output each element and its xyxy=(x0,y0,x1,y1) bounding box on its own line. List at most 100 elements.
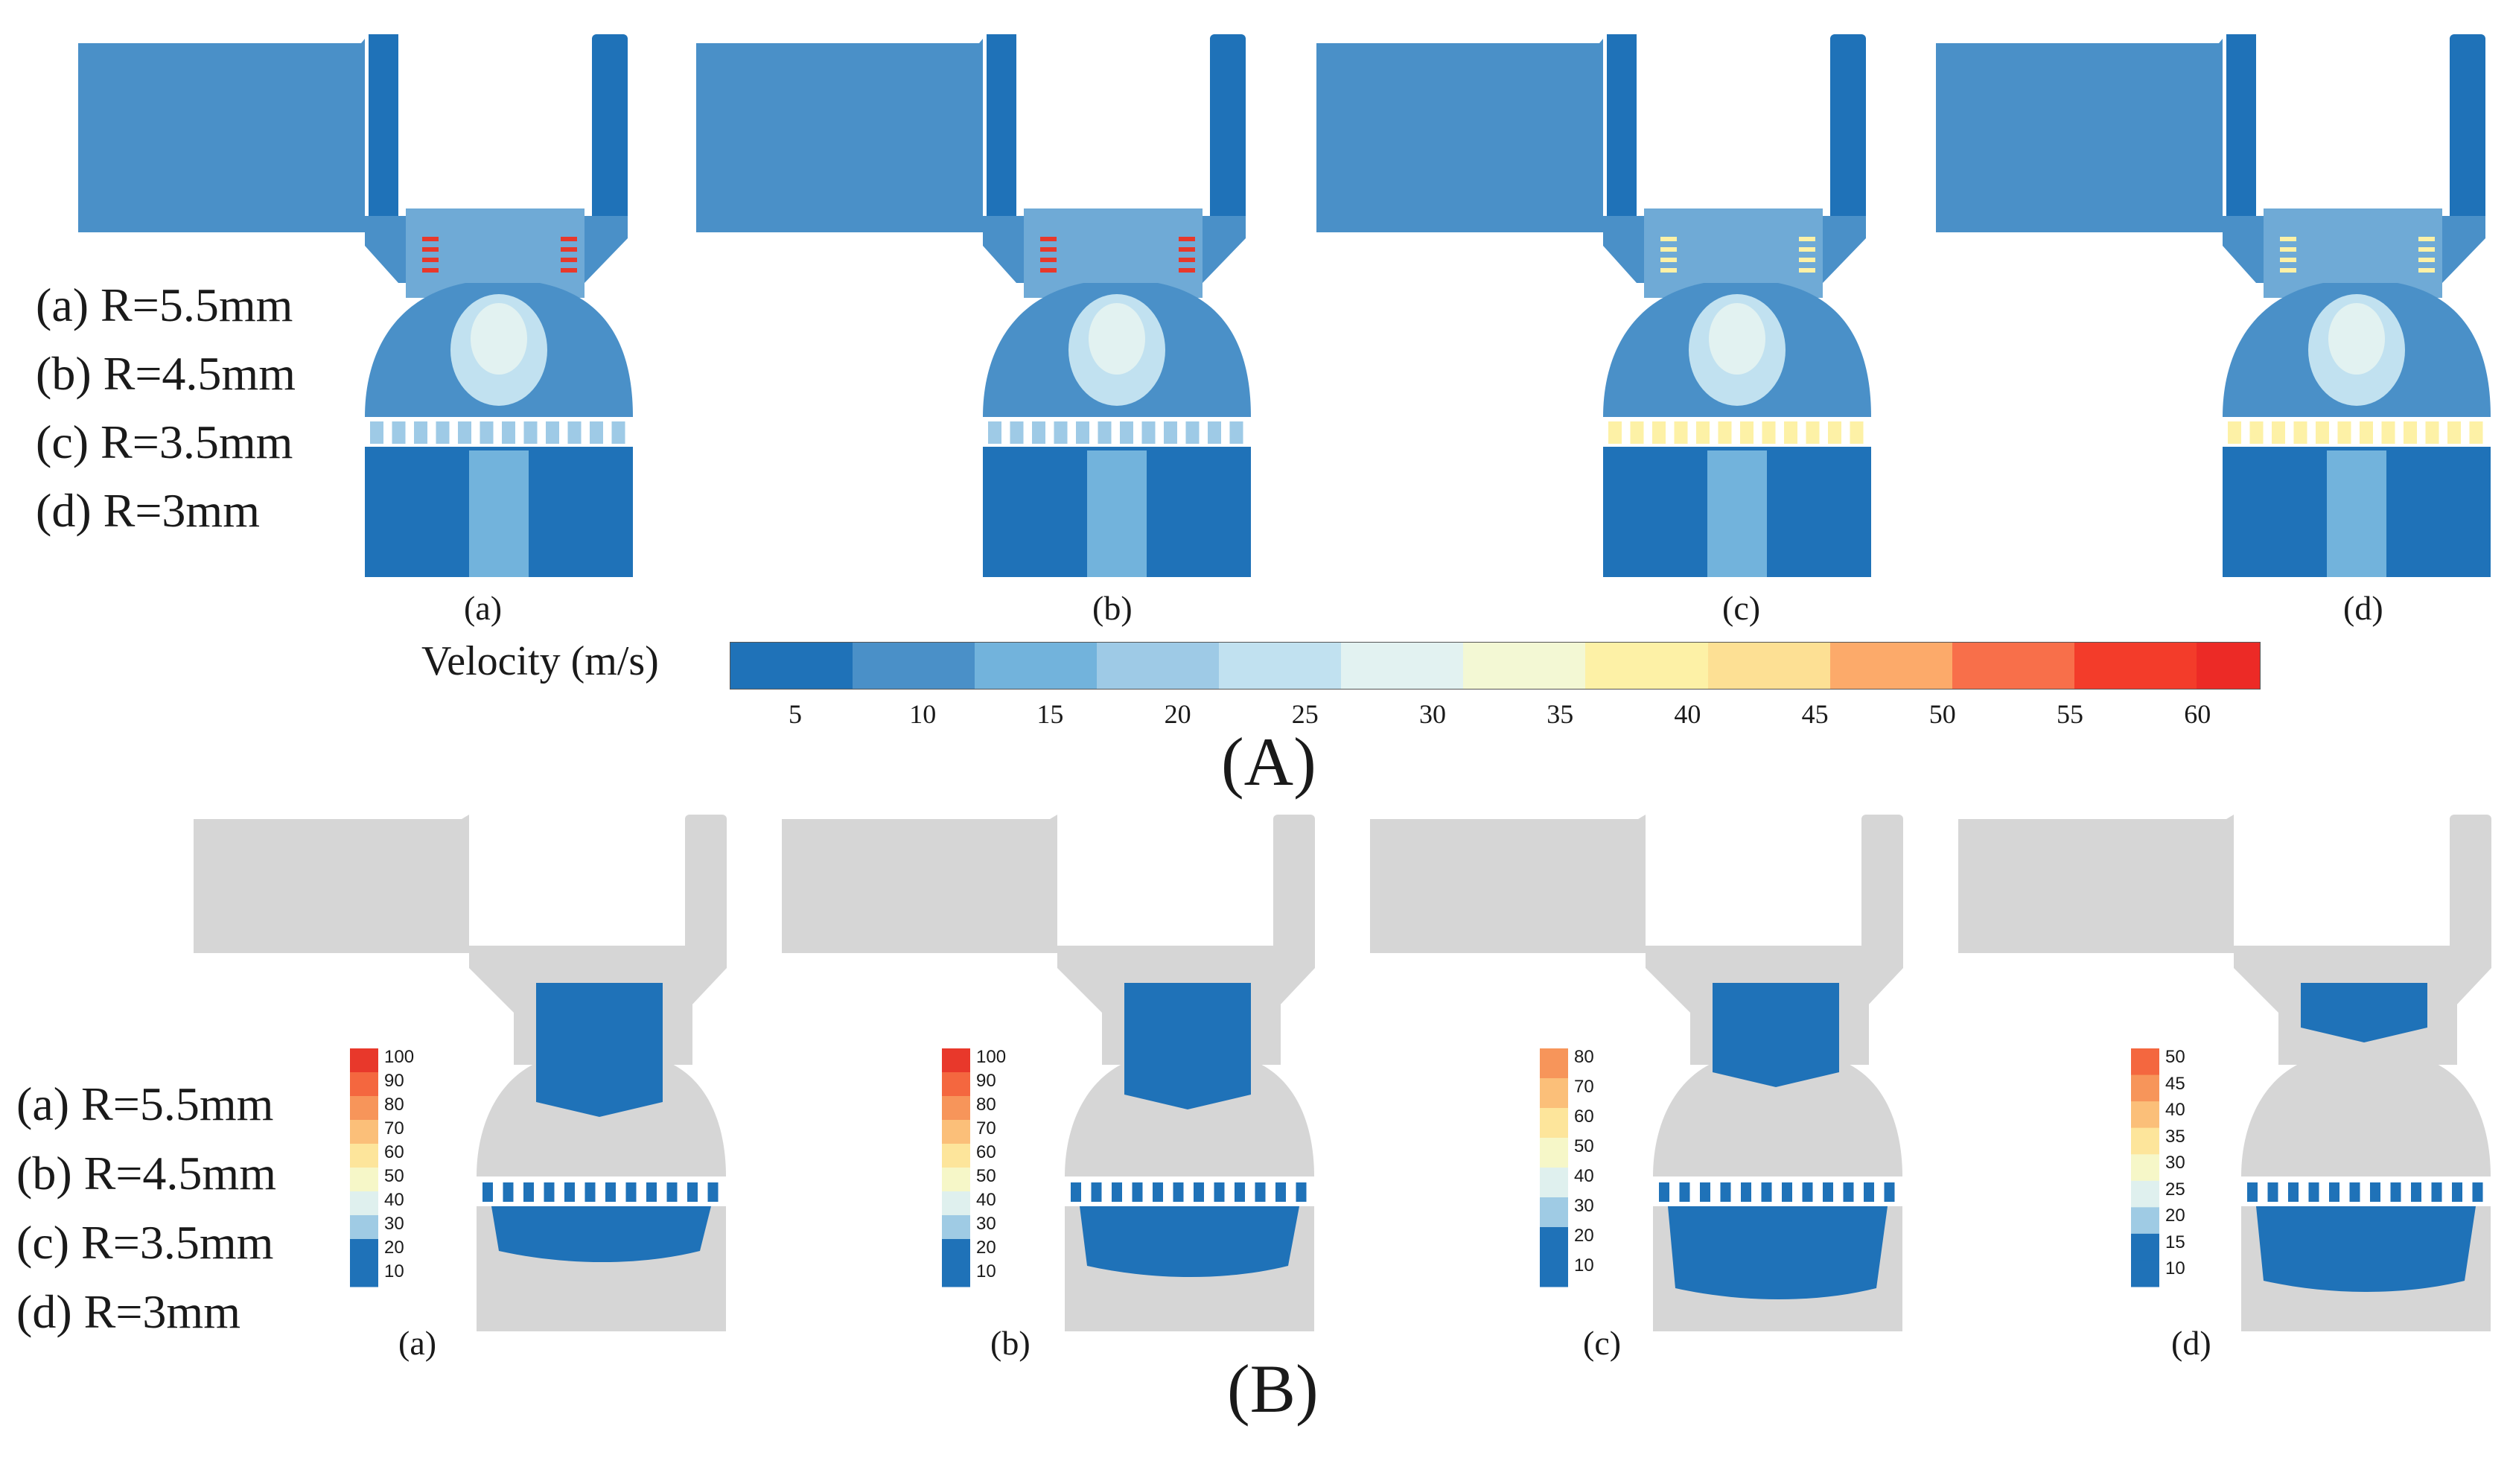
plate-hole xyxy=(1802,1182,1813,1202)
plate-hole xyxy=(2425,421,2439,444)
legend-label: 30 xyxy=(2165,1153,2185,1173)
orifice-jet xyxy=(2280,258,2296,262)
panel-a-label: (A) xyxy=(1221,724,1316,800)
case-label-c: (c) R=3.5mm xyxy=(36,415,293,468)
plate-hole xyxy=(1071,1182,1081,1202)
plate-hole xyxy=(1823,1182,1833,1202)
plate-hole xyxy=(2472,1182,2483,1202)
lower-iso-region xyxy=(1080,1206,1299,1277)
legend-swatch xyxy=(942,1215,970,1240)
orifice-jet xyxy=(2280,247,2296,252)
outlet-chamber xyxy=(1065,1206,1314,1331)
plate-hole xyxy=(2247,1182,2258,1202)
orifice-jet xyxy=(2280,268,2296,273)
legend-swatch xyxy=(2131,1260,2159,1287)
riser-pipe xyxy=(685,815,727,953)
neck xyxy=(469,946,727,1020)
plate-hole xyxy=(1010,421,1024,444)
orifice-jet xyxy=(422,268,439,273)
legend-label: 70 xyxy=(1574,1077,1594,1097)
orifice-jet xyxy=(1660,258,1677,262)
case-label-b-d: (d) R=3mm xyxy=(16,1285,241,1338)
plate-hole xyxy=(1720,1182,1731,1202)
dome-chamber xyxy=(1603,283,1871,417)
legend-swatch xyxy=(942,1096,970,1121)
inlet-duct xyxy=(78,39,365,232)
legend-swatch xyxy=(942,1120,970,1144)
plate-hole xyxy=(392,421,406,444)
plate-hole xyxy=(1141,421,1156,444)
plate-hole xyxy=(1132,1182,1143,1202)
plate-hole xyxy=(1229,421,1243,444)
plate-hole xyxy=(1112,1182,1122,1202)
plate-hole xyxy=(1296,1182,1307,1202)
core-high-velocity xyxy=(2308,294,2405,406)
legend-label: 40 xyxy=(976,1190,996,1210)
velocity-contour-b xyxy=(696,34,1251,577)
colorbar-segment xyxy=(2196,643,2261,689)
orifice-jet xyxy=(1660,268,1677,273)
orifice-jet xyxy=(1179,237,1195,241)
plate-hole xyxy=(707,1182,719,1202)
plate-hole xyxy=(585,1182,596,1202)
plate-hole xyxy=(436,421,450,444)
inlet-wall-shade xyxy=(987,34,1016,232)
plate-hole xyxy=(2267,1182,2278,1202)
colorbar-tick-label: 60 xyxy=(2184,699,2211,729)
plate-hole xyxy=(1659,1182,1669,1202)
plate-hole xyxy=(1782,1182,1792,1202)
subfig-c-label: (c) xyxy=(1722,589,1761,627)
orifice-jet xyxy=(1040,237,1057,241)
riser-pipe xyxy=(1273,815,1315,953)
plate-hole xyxy=(2337,421,2351,444)
plate-hole xyxy=(1718,421,1732,444)
legend-label: 20 xyxy=(1574,1226,1594,1246)
plate-hole xyxy=(611,421,625,444)
orifice-jet xyxy=(561,247,577,252)
legend-label: 70 xyxy=(384,1118,404,1139)
colorbar-tick-label: 5 xyxy=(789,699,802,729)
orifice-jet xyxy=(1799,268,1815,273)
plate-hole xyxy=(2272,421,2285,444)
legend-swatch xyxy=(942,1191,970,1216)
orifice-jet xyxy=(2418,237,2435,241)
plate-hole xyxy=(1214,1182,1225,1202)
orifice-jet xyxy=(1179,247,1195,252)
plate-hole xyxy=(1741,1182,1751,1202)
outlet-chamber xyxy=(1653,1206,1902,1331)
colorbar-tick-label: 15 xyxy=(1036,699,1064,729)
plate-hole xyxy=(1761,1182,1772,1202)
colorbar-tick-label: 30 xyxy=(1419,699,1446,729)
plate-hole xyxy=(1255,1182,1266,1202)
subfig-d-label: (d) xyxy=(2343,589,2383,627)
legend-label: 60 xyxy=(1574,1106,1594,1127)
core-peak xyxy=(1089,303,1145,375)
legend-label: 80 xyxy=(384,1095,404,1115)
colorbar-segment xyxy=(1463,643,1586,689)
legend-label: 80 xyxy=(976,1095,996,1115)
subfig-b-c-label: (c) xyxy=(1583,1324,1622,1362)
subfig-b-label: (b) xyxy=(1092,589,1133,627)
iso-surface-c xyxy=(1370,815,1903,1331)
legend-label: 10 xyxy=(2165,1258,2185,1279)
upper-chamber xyxy=(406,208,585,298)
neck xyxy=(1057,946,1315,1020)
legend-swatch xyxy=(350,1263,378,1287)
riser-pipe xyxy=(2450,34,2485,232)
plate-hole xyxy=(1032,421,1045,444)
plate-hole xyxy=(482,1182,493,1202)
plate-hole xyxy=(2228,421,2241,444)
plate-hole xyxy=(1828,421,1841,444)
plate-hole xyxy=(2469,421,2483,444)
case-label-b-c: (c) R=3.5mm xyxy=(16,1216,274,1269)
inlet-duct xyxy=(1370,815,1646,953)
outlet-plume xyxy=(2327,450,2386,577)
case-label-b-b: (b) R=4.5mm xyxy=(16,1147,276,1200)
riser-pipe xyxy=(1830,34,1866,232)
orifice-jet xyxy=(1799,247,1815,252)
outlet-chamber xyxy=(2241,1206,2491,1331)
lower-iso-region xyxy=(2256,1206,2476,1292)
orifice-jet xyxy=(1040,247,1057,252)
legend-swatch xyxy=(2131,1101,2159,1129)
dome-chamber xyxy=(2241,1057,2491,1176)
